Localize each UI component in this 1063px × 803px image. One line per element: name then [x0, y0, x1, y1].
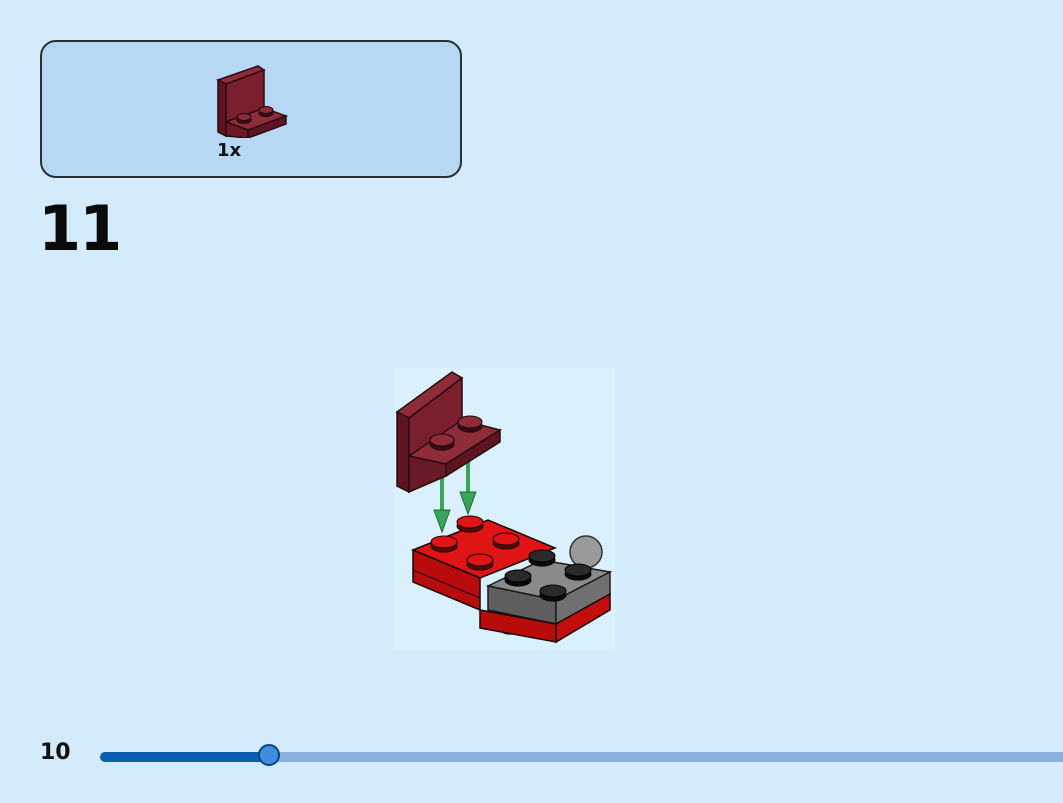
parts-needed-box: 1x: [40, 40, 462, 178]
placement-arrows: [433, 462, 477, 534]
step-number: 11: [38, 192, 122, 265]
progress-handle[interactable]: [258, 744, 281, 766]
grey-plate: [479, 549, 613, 644]
page-number: 10: [40, 740, 71, 765]
progress-bar[interactable]: [100, 744, 1063, 766]
part-quantity: 1x: [217, 140, 242, 161]
dark-red-bracket-brick-icon: [216, 65, 289, 138]
progress-fill: [100, 752, 270, 762]
dark-red-bracket: [395, 371, 502, 494]
assembly-step-illustration: [395, 368, 615, 650]
red-base-brick: [411, 515, 557, 612]
